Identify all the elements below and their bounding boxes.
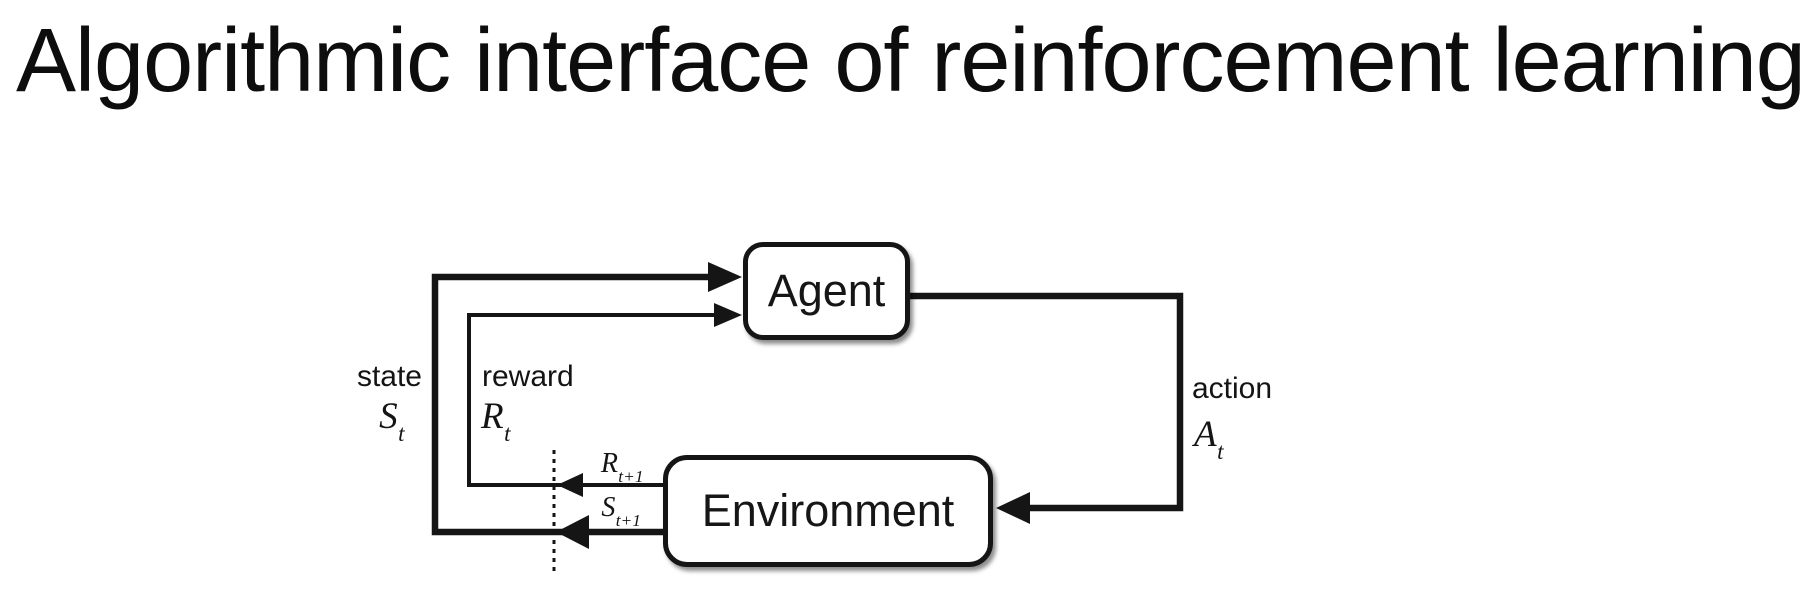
reward-symbol-subscript: t: [504, 420, 511, 446]
agent-box: Agent: [743, 242, 910, 340]
action-symbol-base: A: [1194, 414, 1217, 455]
reward-label-text: reward: [482, 360, 574, 393]
state-symbol-base: S: [379, 396, 398, 437]
reward-label: reward: [482, 360, 574, 394]
environment-box-label: Environment: [701, 485, 955, 536]
state-into-agent-arrowhead: [708, 262, 742, 292]
next-reward-symbol-subscript: t+1: [618, 466, 644, 486]
environment-box: Environment: [663, 455, 993, 567]
slide-title: Algorithmic interface of reinforcement l…: [16, 11, 1806, 111]
state-label-text: state: [356, 360, 422, 393]
agent-box-label: Agent: [767, 265, 886, 316]
next-state-symbol-subscript: t+1: [615, 510, 641, 530]
reward-into-agent-arrowhead: [714, 303, 742, 327]
reward-symbol-base: R: [481, 396, 504, 437]
action-symbol-subscript: t: [1217, 438, 1224, 464]
action-symbol: At: [1194, 413, 1223, 462]
reward-symbol: Rt: [481, 395, 510, 444]
action-label-text: action: [1192, 372, 1273, 405]
action-label: action: [1192, 372, 1272, 406]
next-state-symbol-base: S: [601, 492, 616, 523]
next-reward-symbol-base: R: [600, 448, 618, 479]
state-symbol: St: [300, 395, 404, 444]
action-into-environment-arrowhead: [996, 492, 1030, 524]
next-reward-symbol: Rt+1: [578, 448, 666, 485]
state-label: state: [300, 360, 422, 394]
next-state-symbol: St+1: [577, 492, 665, 529]
state-symbol-subscript: t: [398, 420, 405, 446]
